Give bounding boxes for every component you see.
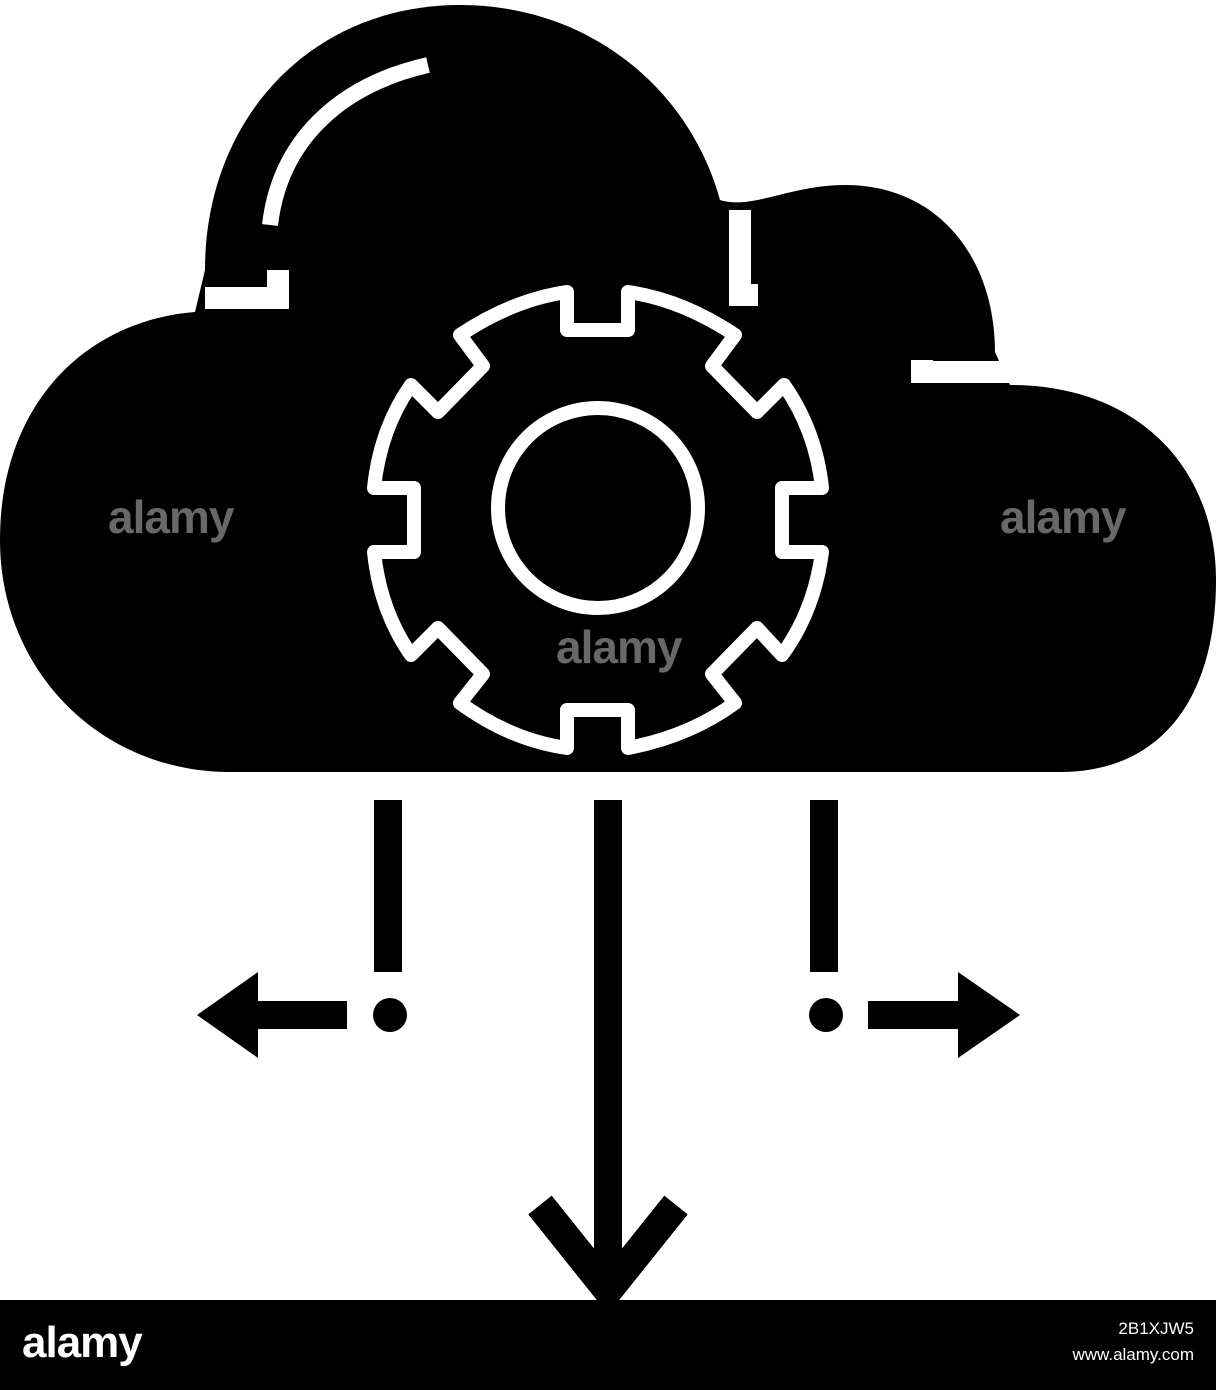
left-arrow-icon bbox=[197, 800, 407, 1058]
image-id-label: 2B1XJW5 bbox=[1118, 1319, 1194, 1338]
footer-image-info: 2B1XJW5 www.alamy.com bbox=[1072, 1316, 1194, 1368]
footer-logo: alamy bbox=[22, 1318, 143, 1367]
cloud-gear-icon bbox=[0, 5, 1216, 1300]
footer-bar: alamy 2B1XJW5 www.alamy.com bbox=[0, 1300, 1216, 1390]
down-arrow-icon bbox=[528, 800, 688, 1300]
right-arrow-icon bbox=[809, 800, 1020, 1058]
gear-icon bbox=[367, 285, 829, 755]
site-url-label: www.alamy.com bbox=[1072, 1345, 1194, 1364]
cloud-shape bbox=[0, 5, 1216, 772]
